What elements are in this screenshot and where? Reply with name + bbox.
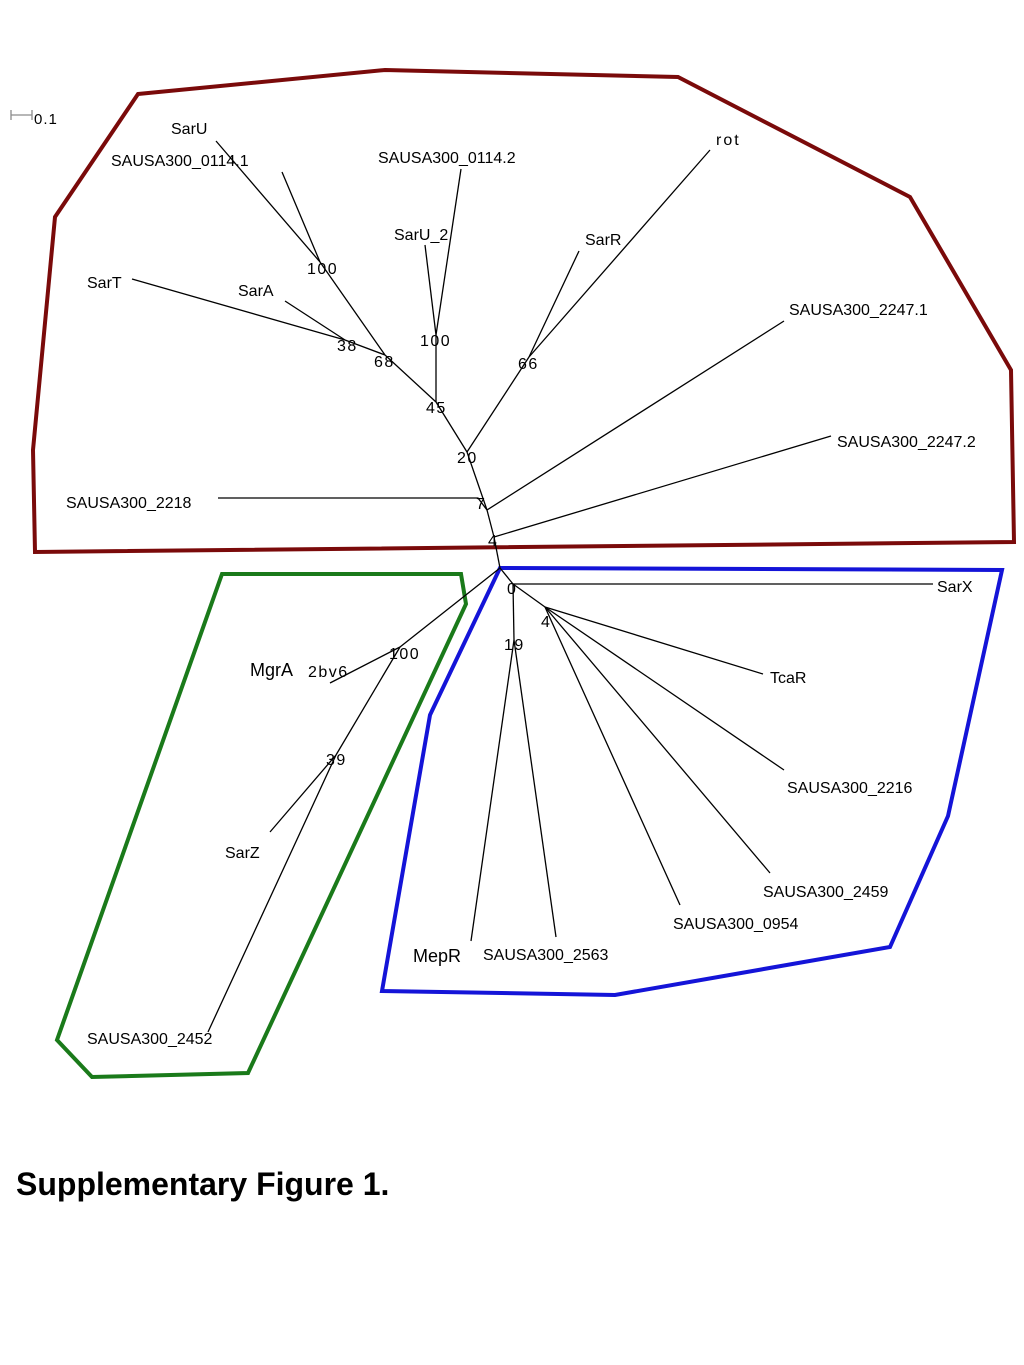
leaf-sara: SarA xyxy=(238,283,274,300)
tree-branches xyxy=(131,140,933,1033)
group-hull-blue xyxy=(379,565,1005,998)
branch-0-to-19 xyxy=(512,583,515,641)
branch-100-to-39 xyxy=(335,646,401,756)
branch-mepr xyxy=(470,639,515,942)
branch-sausa300-0954 xyxy=(544,606,681,906)
leaf-sausa300-0114-2: SAUSA300_0114.2 xyxy=(378,150,516,167)
scale-bar-label: 0.1 xyxy=(34,111,58,128)
branch-sausa300-2459 xyxy=(544,606,771,874)
branch-sausa300-2216 xyxy=(544,606,785,771)
leaf-rot: rot xyxy=(716,132,741,149)
bootstrap-38: 38 xyxy=(337,338,358,355)
branch-0-to-4 xyxy=(512,583,546,608)
leaf-sarr: SarR xyxy=(585,232,621,249)
leaf-sausa300-2459: SAUSA300_2459 xyxy=(763,884,889,901)
bootstrap-66: 66 xyxy=(518,356,539,373)
branch-mgra-2bv6 xyxy=(329,646,401,684)
branch-sausa300-0114-1 xyxy=(281,171,321,263)
branch-sausa300-2452 xyxy=(207,754,337,1033)
leaf-sausa300-0954: SAUSA300_0954 xyxy=(673,916,799,933)
branch-sarz xyxy=(269,754,337,833)
leaf-mgra: MgrA xyxy=(250,660,293,680)
branch-sausa300-0114-2 xyxy=(435,168,462,336)
branch-rot xyxy=(528,149,711,358)
bootstrap-19: 19 xyxy=(504,637,525,654)
leaf-saru-2: SarU_2 xyxy=(394,227,448,244)
branch-sausa300-2563 xyxy=(513,639,557,938)
branch-saru-2 xyxy=(424,244,437,336)
bootstrap-20: 20 xyxy=(457,450,478,467)
bootstrap-45: 45 xyxy=(426,400,447,417)
branch-sara xyxy=(284,300,346,341)
scale-bar: 0.1 xyxy=(10,110,58,128)
leaf-sausa300-2247-1: SAUSA300_2247.1 xyxy=(789,302,928,319)
leaf-labels: SarU SAUSA300_0114.1 SAUSA300_0114.2 rot… xyxy=(66,121,976,1048)
branch-root-to-0 xyxy=(499,567,514,585)
branch-66-to-20 xyxy=(466,356,530,453)
figure-caption: Supplementary Figure 1. xyxy=(16,1166,390,1202)
branch-tcar xyxy=(544,606,764,675)
branch-root-to-100 xyxy=(399,567,501,648)
branch-sausa300-2247-1 xyxy=(486,320,785,511)
leaf-mgra-2bv6: 2bv6 xyxy=(308,664,349,681)
leaf-saru: SarU xyxy=(171,121,207,138)
leaf-tcar: TcaR xyxy=(770,670,806,687)
leaf-sausa300-2563: SAUSA300_2563 xyxy=(483,947,609,964)
leaf-sausa300-2452: SAUSA300_2452 xyxy=(87,1031,213,1048)
bootstrap-68: 68 xyxy=(374,354,395,371)
bootstrap-values: 100 100 38 68 66 45 20 7 4 0 4 19 100 39 xyxy=(307,261,551,769)
branch-7-to-4 xyxy=(486,509,495,538)
leaf-mepr: MepR xyxy=(413,946,461,966)
leaf-sarz: SarZ xyxy=(225,845,260,862)
branch-38-to-68 xyxy=(344,339,386,356)
bootstrap-7: 7 xyxy=(476,496,486,513)
leaf-sarx: SarX xyxy=(937,579,973,596)
bootstrap-0: 0 xyxy=(507,581,517,598)
bootstrap-100-mgra: 100 xyxy=(389,646,420,663)
branch-100-to-68 xyxy=(319,261,386,356)
bootstrap-4-upper: 4 xyxy=(488,533,498,550)
group-hull-red xyxy=(30,67,1017,555)
branch-68-to-45 xyxy=(384,354,437,403)
branch-sarr xyxy=(528,250,580,358)
bootstrap-100-saru2: 100 xyxy=(420,333,451,350)
group-hull-green xyxy=(54,572,469,1080)
branch-4-to-root xyxy=(493,536,501,569)
branch-saru xyxy=(215,140,321,263)
branch-sausa300-2218 xyxy=(218,497,488,511)
leaf-sart: SarT xyxy=(87,275,122,292)
branch-45-to-20 xyxy=(435,401,468,453)
leaf-sausa300-2216: SAUSA300_2216 xyxy=(787,780,913,797)
branch-sart xyxy=(131,278,346,341)
bootstrap-39: 39 xyxy=(326,752,347,769)
branch-20-to-7 xyxy=(466,451,488,511)
leaf-sausa300-2247-2: SAUSA300_2247.2 xyxy=(837,434,976,451)
branch-sausa300-2247-2 xyxy=(493,435,832,538)
bootstrap-100-saru: 100 xyxy=(307,261,338,278)
leaf-sausa300-2218: SAUSA300_2218 xyxy=(66,495,192,512)
leaf-sausa300-0114-1: SAUSA300_0114.1 xyxy=(111,153,249,170)
bootstrap-4-lower: 4 xyxy=(541,614,551,631)
